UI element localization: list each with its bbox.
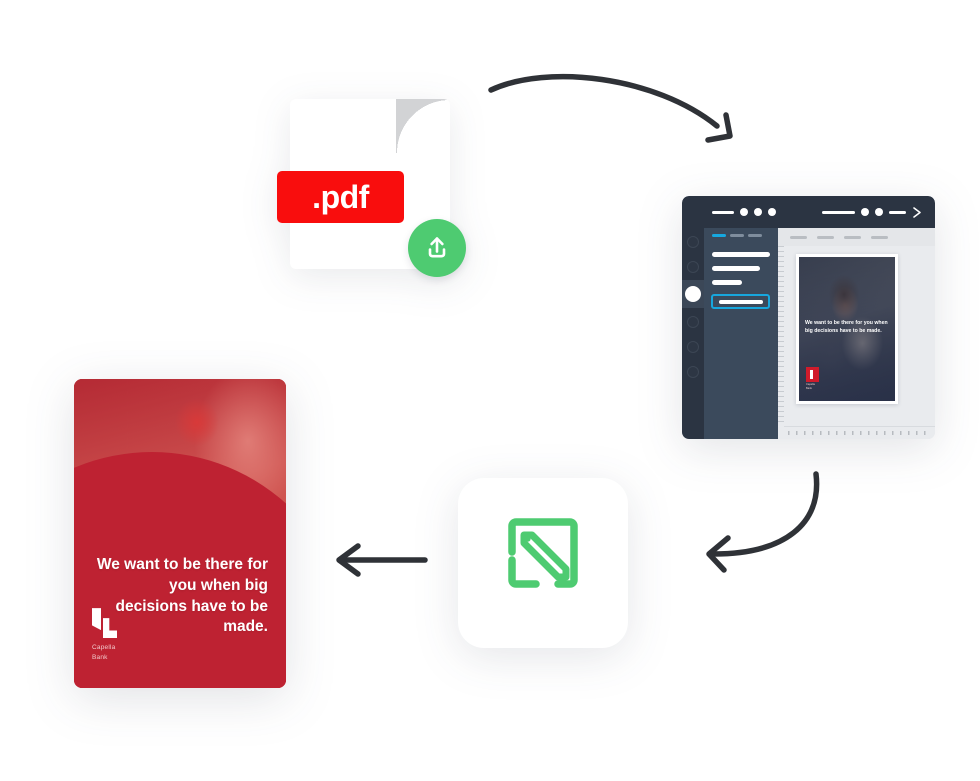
- upload-icon[interactable]: [408, 219, 466, 277]
- editor-titlebar: [682, 196, 935, 228]
- pdf-format-badge: .pdf: [277, 171, 404, 223]
- editor-icon-rail[interactable]: [682, 228, 704, 439]
- titlebar-dot-icon[interactable]: [768, 208, 776, 216]
- preview-logo: Capella Bank: [806, 367, 819, 391]
- titlebar-bar-icon: [822, 210, 855, 214]
- titlebar-dot-icon[interactable]: [754, 208, 762, 216]
- pdf-format-label: .pdf: [312, 179, 369, 215]
- canvas-preview-page[interactable]: We want to be there for you when big dec…: [796, 254, 898, 404]
- design-editor-window[interactable]: We want to be there for you when big dec…: [682, 196, 935, 439]
- titlebar-bar-icon: [712, 210, 734, 214]
- arrow-straight-left: [336, 543, 428, 577]
- rail-item-icon[interactable]: [687, 236, 699, 248]
- panel-tab-2[interactable]: [730, 234, 744, 237]
- rail-item-icon[interactable]: [687, 341, 699, 353]
- brochure-logo-text: Capella Bank: [92, 644, 116, 661]
- editor-side-panel[interactable]: [704, 228, 778, 439]
- titlebar-dot-icon[interactable]: [875, 208, 883, 216]
- panel-list-item[interactable]: [712, 266, 760, 271]
- titlebar-left-controls: [712, 208, 776, 216]
- canvas-ruler-vertical: [778, 246, 784, 423]
- arrow-curve-right: [488, 74, 733, 143]
- panel-tab-3[interactable]: [748, 234, 762, 237]
- brochure-logo-mark-icon: [92, 608, 120, 638]
- rail-item-icon[interactable]: [687, 261, 699, 273]
- brochure-preview[interactable]: We want to be there for you when big dec…: [74, 379, 286, 688]
- brochure-headline: We want to be there for you when big dec…: [96, 556, 268, 636]
- canvas-tool-4-icon[interactable]: [871, 235, 888, 239]
- arrow-curve-left: [706, 471, 820, 573]
- page-corner-fold-icon: [396, 99, 450, 153]
- panel-tabs: [712, 234, 762, 237]
- titlebar-bar-icon: [889, 210, 906, 214]
- panel-selected-label: [718, 299, 763, 304]
- rail-item-icon[interactable]: [687, 316, 699, 328]
- pdf-file-card[interactable]: .pdf: [277, 99, 466, 277]
- panel-tab-1[interactable]: [712, 234, 726, 237]
- canvas-tool-3-icon[interactable]: [844, 235, 861, 239]
- preview-logo-text: Capella Bank: [806, 383, 815, 391]
- editor-body: We want to be there for you when big dec…: [682, 228, 935, 439]
- canvas-tool-2-icon[interactable]: [817, 235, 834, 239]
- canvas-tool-1-icon[interactable]: [790, 235, 807, 239]
- titlebar-dot-icon[interactable]: [861, 208, 869, 216]
- canvas-ruler-ticks: [788, 431, 931, 435]
- canvas-ruler-horizontal: [784, 426, 935, 439]
- rail-item-icon-active[interactable]: [685, 286, 701, 302]
- brochure-brand-swoosh: [74, 452, 286, 688]
- titlebar-dot-icon[interactable]: [740, 208, 748, 216]
- panel-list-item[interactable]: [712, 280, 742, 285]
- panel-selected-item[interactable]: [711, 294, 770, 309]
- chevron-right-icon[interactable]: [912, 206, 923, 219]
- canvas-toolbar: [778, 228, 935, 246]
- edit-pencil-icon-tile[interactable]: [458, 478, 628, 648]
- titlebar-right-controls: [822, 206, 923, 219]
- preview-artwork: We want to be there for you when big dec…: [799, 257, 895, 401]
- editor-canvas[interactable]: We want to be there for you when big dec…: [778, 228, 935, 439]
- preview-logo-mark-icon: [806, 367, 819, 383]
- preview-headline: We want to be there for you when big dec…: [805, 320, 888, 335]
- edit-pencil-icon: [508, 518, 578, 588]
- brochure-logo: Capella Bank: [92, 608, 126, 662]
- panel-list-item[interactable]: [712, 252, 770, 257]
- rail-item-icon[interactable]: [687, 366, 699, 378]
- upload-glyph: [428, 237, 446, 258]
